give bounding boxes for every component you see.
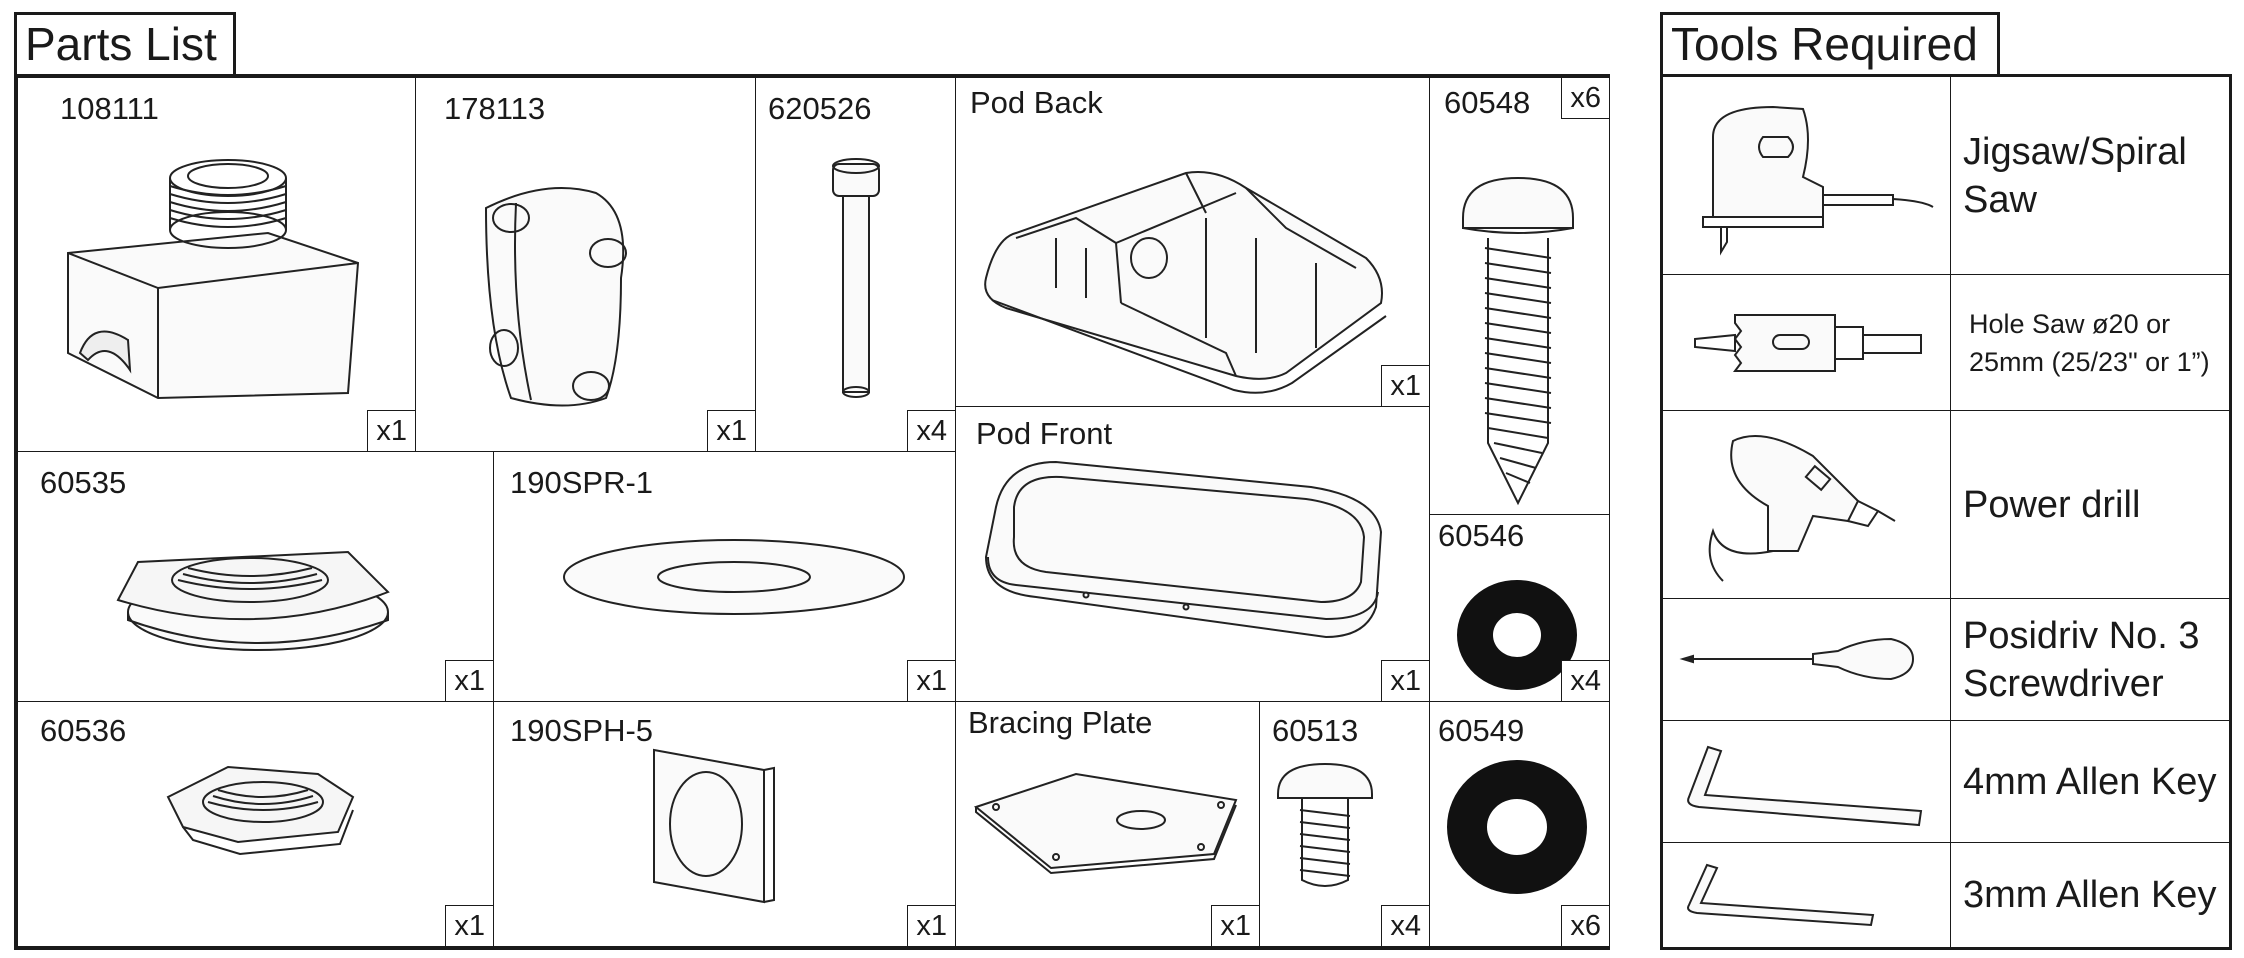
tools-required-title: Tools Required xyxy=(1660,12,2000,76)
tool-row-power-drill: Power drill xyxy=(1663,410,2229,598)
tool-name: Posidriv No. 3 Screwdriver xyxy=(1963,614,2200,705)
tool-row-4mm-allen-key: 4mm Allen Key xyxy=(1663,720,2229,842)
part-60513-drawing xyxy=(1277,762,1373,887)
part-qty: x6 xyxy=(1561,78,1609,119)
part-code: 60513 xyxy=(1272,713,1359,748)
part-code: 178113 xyxy=(444,91,546,126)
part-60546-drawing xyxy=(1457,580,1577,690)
part-code: 620526 xyxy=(768,91,872,126)
part-pod-front-drawing xyxy=(984,460,1383,639)
part-qty: x1 xyxy=(907,660,955,701)
tool-icon-cell xyxy=(1663,77,1951,274)
part-code: 60536 xyxy=(40,713,127,748)
part-bracing-plate-drawing xyxy=(973,772,1238,875)
part-60546: 60546 x4 xyxy=(1429,514,1610,702)
part-qty: x4 xyxy=(1381,905,1429,946)
tool-row-hole-saw: Hole Saw ø20 or 25mm (25/23" or 1”) xyxy=(1663,274,2229,410)
part-60536-drawing xyxy=(166,765,355,856)
tool-row-3mm-allen-key: 3mm Allen Key xyxy=(1663,842,2229,947)
part-qty: x1 xyxy=(1381,660,1429,701)
part-60549-drawing xyxy=(1447,760,1587,894)
part-60535: 60535 x1 xyxy=(17,451,494,702)
tools-required-table: Jigsaw/Spiral Saw Hole Saw ø20 or 25mm (… xyxy=(1660,74,2232,950)
part-108111-drawing xyxy=(67,159,360,400)
part-bracing-plate: Bracing Plate x1 xyxy=(955,701,1260,947)
part-pod-back: Pod Back x1 xyxy=(955,77,1430,407)
part-qty: x1 xyxy=(707,410,755,451)
parts-list-title: Parts List xyxy=(14,12,236,76)
screwdriver-icon xyxy=(1679,637,1915,681)
tool-row-jigsaw: Jigsaw/Spiral Saw xyxy=(1663,77,2229,274)
part-190sph-5: 190SPH-5 x1 xyxy=(493,701,956,947)
parts-list-grid: 108111 x1 178113 xyxy=(14,74,1610,950)
part-qty: x4 xyxy=(1561,660,1609,701)
tool-row-screwdriver: Posidriv No. 3 Screwdriver xyxy=(1663,598,2229,720)
part-190sph-5-drawing xyxy=(653,748,775,904)
part-190spr-1-drawing xyxy=(563,539,905,615)
tool-icon-cell xyxy=(1663,275,1951,410)
part-code: 60548 xyxy=(1444,85,1531,120)
tool-icon-cell xyxy=(1663,843,1951,947)
part-qty: x1 xyxy=(1381,365,1429,406)
tool-name: 4mm Allen Key xyxy=(1963,760,2217,803)
part-code: Bracing Plate xyxy=(968,705,1153,740)
part-qty: x4 xyxy=(907,410,955,451)
tool-icon-cell xyxy=(1663,721,1951,842)
part-60548: 60548 x6 xyxy=(1429,77,1610,515)
part-code: 108111 xyxy=(60,91,159,126)
jigsaw-icon xyxy=(1702,105,1934,256)
part-60549: 60549 x6 xyxy=(1429,701,1610,947)
part-code: 190SPR-1 xyxy=(510,465,654,500)
part-qty: x1 xyxy=(1211,905,1259,946)
part-178113: 178113 x1 xyxy=(415,77,756,452)
tool-icon-cell xyxy=(1663,411,1951,598)
part-code: 60546 xyxy=(1438,518,1525,553)
part-178113-drawing xyxy=(484,187,627,407)
part-60535-drawing xyxy=(116,550,390,651)
part-qty: x1 xyxy=(445,905,493,946)
part-pod-back-drawing xyxy=(984,171,1387,394)
part-qty: x1 xyxy=(367,410,415,451)
allen-key-icon xyxy=(1687,863,1875,927)
tool-name: Jigsaw/Spiral Saw xyxy=(1963,130,2187,221)
part-code: Pod Back xyxy=(970,85,1103,120)
part-60513: 60513 x4 xyxy=(1259,701,1430,947)
part-60548-drawing xyxy=(1462,176,1574,506)
part-620526-drawing xyxy=(832,158,880,398)
part-60536: 60536 x1 xyxy=(17,701,494,947)
part-code: 60535 xyxy=(40,465,127,500)
tool-name: Power drill xyxy=(1963,483,2141,526)
allen-key-icon xyxy=(1687,745,1923,827)
part-190spr-1: 190SPR-1 x1 xyxy=(493,451,956,702)
part-pod-front: Pod Front x1 xyxy=(955,406,1430,702)
hole-saw-icon xyxy=(1694,314,1922,372)
tool-icon-cell xyxy=(1663,599,1951,720)
part-code: 190SPH-5 xyxy=(510,713,654,748)
part-qty: x1 xyxy=(445,660,493,701)
part-qty: x6 xyxy=(1561,905,1609,946)
tool-name: 3mm Allen Key xyxy=(1963,874,2217,916)
part-code: Pod Front xyxy=(976,416,1113,451)
power-drill-icon xyxy=(1708,435,1896,582)
part-code: 60549 xyxy=(1438,713,1525,748)
part-qty: x1 xyxy=(907,905,955,946)
tool-name: Hole Saw ø20 or 25mm (25/23" or 1”) xyxy=(1969,308,2210,377)
part-620526: 620526 x4 xyxy=(755,77,956,452)
part-108111: 108111 x1 xyxy=(17,77,416,452)
